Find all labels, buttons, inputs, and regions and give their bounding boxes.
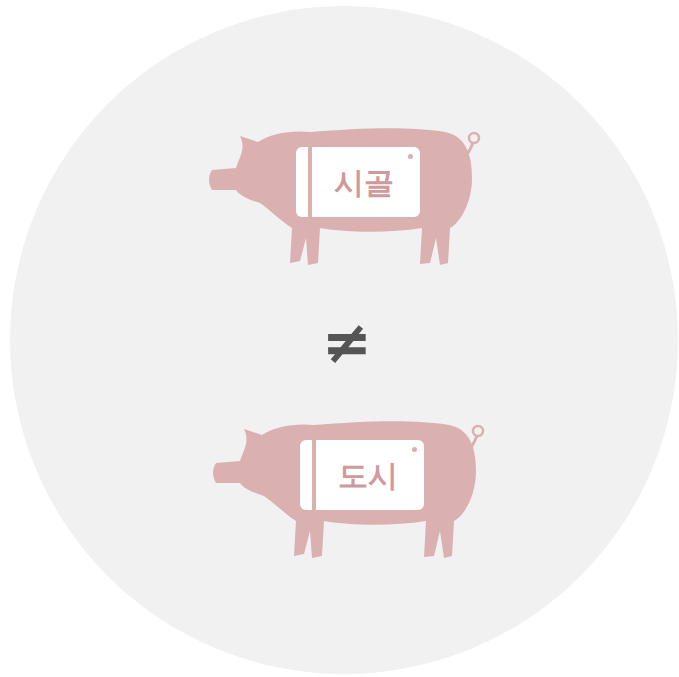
tag-label: 시골 <box>334 166 394 199</box>
pig-body <box>213 421 476 558</box>
pig-illustration <box>209 128 479 265</box>
label-tag: 시골 <box>296 147 420 217</box>
pig-tail <box>470 435 477 449</box>
pig-tail <box>466 142 473 156</box>
tag-hole <box>408 154 413 159</box>
tag-stripe <box>308 147 312 217</box>
tag-hole <box>412 447 417 452</box>
pig-tail-curl <box>469 133 479 143</box>
pig-illustration <box>213 421 483 558</box>
label-tag: 도시 <box>300 440 424 510</box>
not-equal-sign: ≠ <box>322 312 372 372</box>
pig-body <box>209 128 472 265</box>
background-circle <box>10 6 678 674</box>
tag-label: 도시 <box>338 459 398 492</box>
tag-stripe <box>312 440 316 510</box>
pig-tail-curl <box>473 426 483 436</box>
